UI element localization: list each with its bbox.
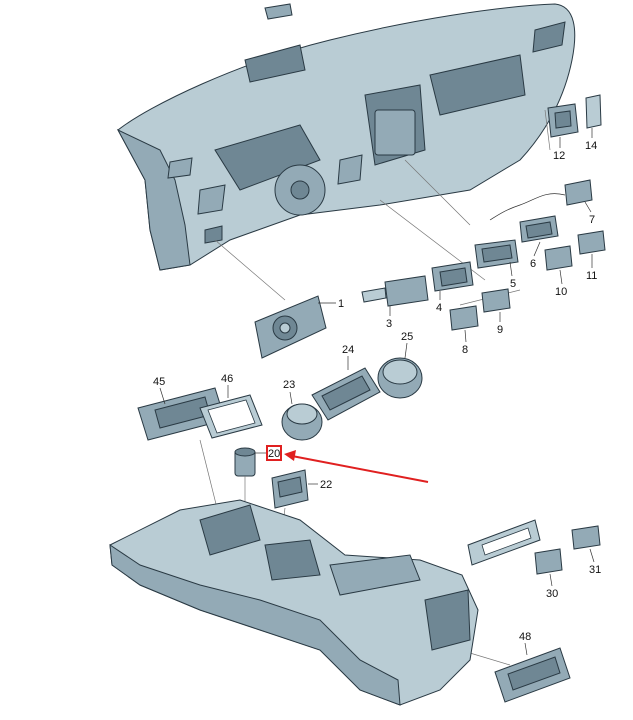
part-3-switch [361,275,429,307]
callout-labels: 1 3 4 5 6 7 8 9 10 11 12 14 20 22 23 24 … [153,140,601,643]
callout-46: 46 [221,373,233,385]
part-10-switch [544,245,573,271]
callout-48: 48 [519,631,531,643]
callout-11: 11 [586,270,597,282]
callout-45: 45 [153,376,165,388]
part-23-knob [281,403,323,441]
callout-6: 6 [530,258,536,270]
callout-7: 7 [589,214,595,226]
part-20-socket [234,447,256,477]
part-4-switch [431,261,474,292]
part-46-frame [199,394,263,439]
part-31-switch [571,525,601,550]
leader-lines [159,128,595,656]
part-11-switch [577,230,606,255]
dashboard-assembly [116,3,576,271]
highlight-annotation [266,445,429,483]
part-8-switch [449,305,479,331]
part-console-trim [467,519,541,566]
callout-3: 3 [386,318,392,330]
part-24-switch-unit [311,367,381,421]
part-48-panel [494,647,571,703]
callout-23: 23 [283,379,295,391]
callout-10: 10 [555,286,567,298]
callout-12: 12 [553,150,565,162]
part-22-switch [271,469,309,509]
callout-24: 24 [342,344,354,356]
callout-20: 20 [268,448,280,460]
callout-1: 1 [338,298,344,310]
callout-14: 14 [585,140,597,152]
part-14-cover [585,94,602,129]
callout-5: 5 [510,278,516,290]
part-7-switch-with-harness [489,179,593,221]
callout-25: 25 [401,331,413,343]
callout-4: 4 [436,302,442,314]
part-6-switch [519,215,559,243]
center-console [109,499,479,706]
callout-30: 30 [546,588,558,600]
part-12-switch [547,103,579,138]
part-9-switch [481,288,511,313]
part-30-switch [534,548,563,575]
callout-9: 9 [497,324,503,336]
part-5-switch [474,239,519,269]
callout-22: 22 [320,479,332,491]
part-25-knob [377,357,423,399]
callout-31: 31 [589,564,601,576]
callout-8: 8 [462,344,468,356]
part-1-light-switch [254,295,327,359]
